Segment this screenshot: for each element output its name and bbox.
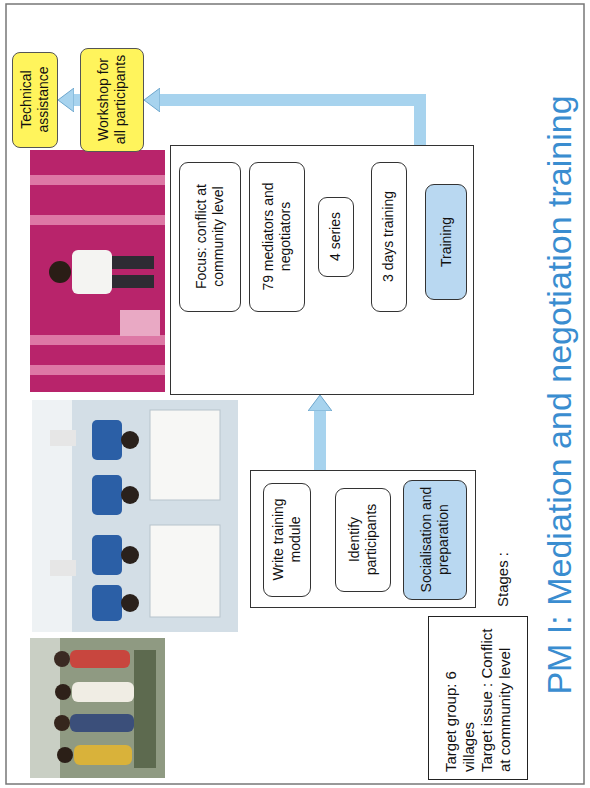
photo-person <box>74 745 132 765</box>
text-holder: Target group: 6 villagesTarget issue : C… <box>429 617 526 778</box>
stage-group-box: Training 3 days training 4 series 79 mediat… <box>170 145 474 395</box>
process-box: 79 mediators and negotiators <box>249 162 305 312</box>
photo-room <box>32 400 238 632</box>
process-box: Target group: 6 villagesTarget issue : C… <box>428 616 528 780</box>
photo-speaker-group <box>30 150 165 392</box>
text-holder: Write training module <box>264 484 309 595</box>
box-text: Technical assistance <box>18 57 52 142</box>
photo-chair <box>92 535 122 575</box>
photo-ground <box>30 638 165 778</box>
photo-leg <box>112 256 154 269</box>
stage-heading: Training <box>438 217 455 267</box>
text-holder: Workshop for all participants <box>81 49 142 150</box>
photo-head <box>121 594 139 612</box>
photo-curtain-fold <box>30 335 165 345</box>
box-text: Write training module <box>270 489 304 590</box>
text-holder: Identify participants <box>336 489 389 590</box>
process-box: 4 series <box>318 197 354 277</box>
photo-person <box>70 650 130 668</box>
box-text: Target group: 6 villages <box>442 623 478 772</box>
photo-head <box>121 486 139 504</box>
photo-person <box>72 250 112 294</box>
text-holder: Technical assistance <box>13 53 56 146</box>
photo-chair <box>92 475 122 515</box>
box-text: 4 series <box>327 212 344 261</box>
text-holder: 3 days training <box>372 163 405 310</box>
photo-head <box>54 651 70 667</box>
heading-frame: Stages : <box>489 537 517 607</box>
stage-heading: Stages : <box>494 552 512 607</box>
process-box: Focus: conflict at community level <box>179 162 241 312</box>
photo-head <box>55 684 71 700</box>
box-text: Workshop for all participants <box>95 54 129 145</box>
process-box: Socialisation and preparation <box>403 480 467 600</box>
process-box: 3 days training <box>371 162 407 312</box>
photo-curtain-fold <box>30 175 165 185</box>
slide-title: PM I: Mediation and negotiation training <box>539 95 580 694</box>
photo-shadow <box>134 650 156 768</box>
title-holder: PM I: Mediation and negotiation training <box>536 20 582 770</box>
box-text: Focus: conflict at community level <box>193 168 227 305</box>
photo-table <box>150 525 220 617</box>
process-box: Technical assistance <box>12 52 58 148</box>
photo-detail <box>50 560 76 576</box>
box-text: 3 days training <box>380 191 397 282</box>
photo-chair <box>92 585 122 621</box>
photo-person <box>72 682 134 702</box>
process-box: Workshop for all participants <box>80 48 144 152</box>
text-holder: 79 mediators and negotiators <box>250 163 303 310</box>
box-text: Target issue : Conflict at community lev… <box>478 623 514 772</box>
photo-chair <box>92 420 122 460</box>
photo-table <box>120 310 160 336</box>
process-box: Identify participants <box>335 488 391 592</box>
heading-frame: Training <box>425 184 467 300</box>
title-frame: PM I: Mediation and negotiation training <box>536 20 582 770</box>
text-holder: Socialisation and preparation <box>404 481 465 598</box>
text-holder: 4 series <box>319 198 352 275</box>
photo-curtain-fold <box>30 365 165 375</box>
stage-tab: Training <box>425 184 467 300</box>
flow-arrow <box>314 411 326 470</box>
slide-frame <box>6 4 584 784</box>
photo-head <box>49 261 71 283</box>
box-text: Identify participants <box>346 494 380 585</box>
heading-holder: Stages : <box>489 537 517 607</box>
photo-head <box>57 747 73 763</box>
photo-head <box>54 715 70 731</box>
photo-seated-group <box>32 400 238 632</box>
box-text: Socialisation and preparation <box>418 486 452 593</box>
text-holder: Focus: conflict at community level <box>180 163 239 310</box>
photo-head <box>121 431 139 449</box>
photo-curtain <box>30 150 165 392</box>
photo-leg <box>112 275 154 288</box>
photo-detail <box>50 430 76 446</box>
photo-person <box>70 714 134 732</box>
box-text: 79 mediators and negotiators <box>260 168 294 305</box>
photo-head <box>121 546 139 564</box>
stage-group-box: Stages :Socialisation and preparationIde… <box>250 470 476 608</box>
photo-curtain-fold <box>30 215 165 225</box>
flow-arrow <box>160 100 420 145</box>
photo-table <box>150 410 220 500</box>
photo-standing-group <box>30 638 165 778</box>
process-box: Write training module <box>263 483 311 597</box>
